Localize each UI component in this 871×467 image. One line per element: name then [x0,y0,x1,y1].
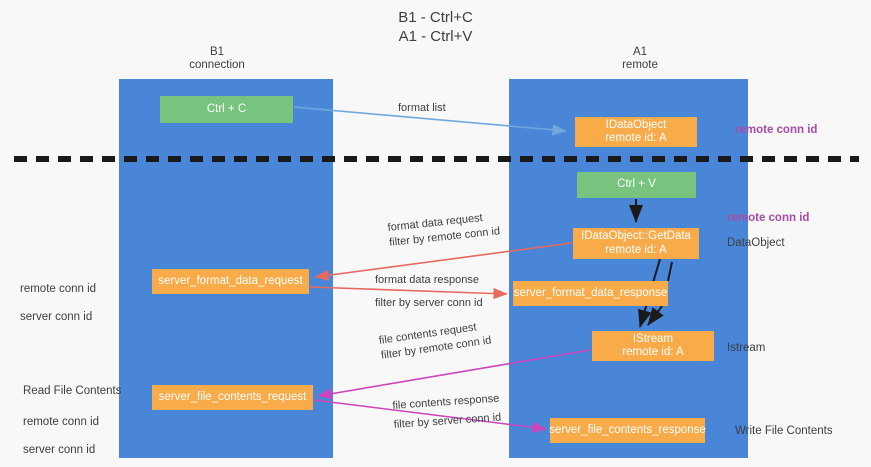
annotation-dataobject: DataObject [727,237,785,249]
filter-prefix: filter by [393,416,433,431]
annotation-server-conn-id: server conn id [20,311,93,323]
node-server-file-contents-request[interactable]: server_file_contents_request [152,385,313,410]
node-ctrl-c[interactable]: Ctrl + C [160,96,293,123]
annotation-remote-conn-id: remote conn id [20,283,97,295]
annotation-server-conn-id: server conn id [23,444,96,456]
annotation-istream: Istream [727,342,766,354]
node-ctrl-v[interactable]: Ctrl + V [577,172,696,198]
annotation-left-conn-ids-bottom: remote conn id server conn id [23,401,99,467]
filter-key-server-conn-id: server conn id [413,297,483,309]
filter-prefix: filter by [380,344,421,362]
annotation-left-conn-ids-top: remote conn id server conn id [20,268,96,338]
edge-label-format-data-response: format data response filter by server co… [375,273,483,311]
edge-label-line2: filter by server conn id [375,296,483,311]
annotation-remote-conn-id-mid: remote conn id [727,212,810,224]
node-istream[interactable]: IStream remote id: A [592,331,714,361]
annotation-remote-conn-id-top: remote conn id [735,124,818,136]
filter-prefix: filter by [375,297,414,309]
page-title: B1 - Ctrl+C A1 - Ctrl+V [398,9,473,45]
node-idataobject[interactable]: IDataObject remote id: A [575,117,697,147]
edge-label-format-data-request: format data request filter by remote con… [387,209,501,250]
node-server-format-data-request[interactable]: server_format_data_request [152,269,309,294]
edge-label-file-contents-request: file contents request filter by remote c… [378,319,492,364]
phase-divider [14,156,859,162]
node-server-format-data-response[interactable]: server_format_data_response [513,281,668,306]
filter-key-server-conn-id: server conn id [431,411,502,429]
edge-label-format-list: format list [398,102,446,114]
node-server-file-contents-response[interactable]: server_file_contents_response [549,418,706,443]
column-header-b1: B1 connection [189,46,245,71]
annotation-read-file-contents: Read File Contents [23,385,122,397]
annotation-write-file-contents: Write File Contents [735,425,833,437]
annotation-remote-conn-id: remote conn id [23,416,100,428]
column-header-a1: A1 remote [622,46,658,71]
edge-label-line1: format data response [375,274,479,286]
edge-label-file-contents-response: file contents response filter by server … [392,391,502,432]
filter-prefix: filter by [388,232,429,249]
node-idataobject-getdata[interactable]: IDataObject::GetData remote id: A [573,228,699,259]
